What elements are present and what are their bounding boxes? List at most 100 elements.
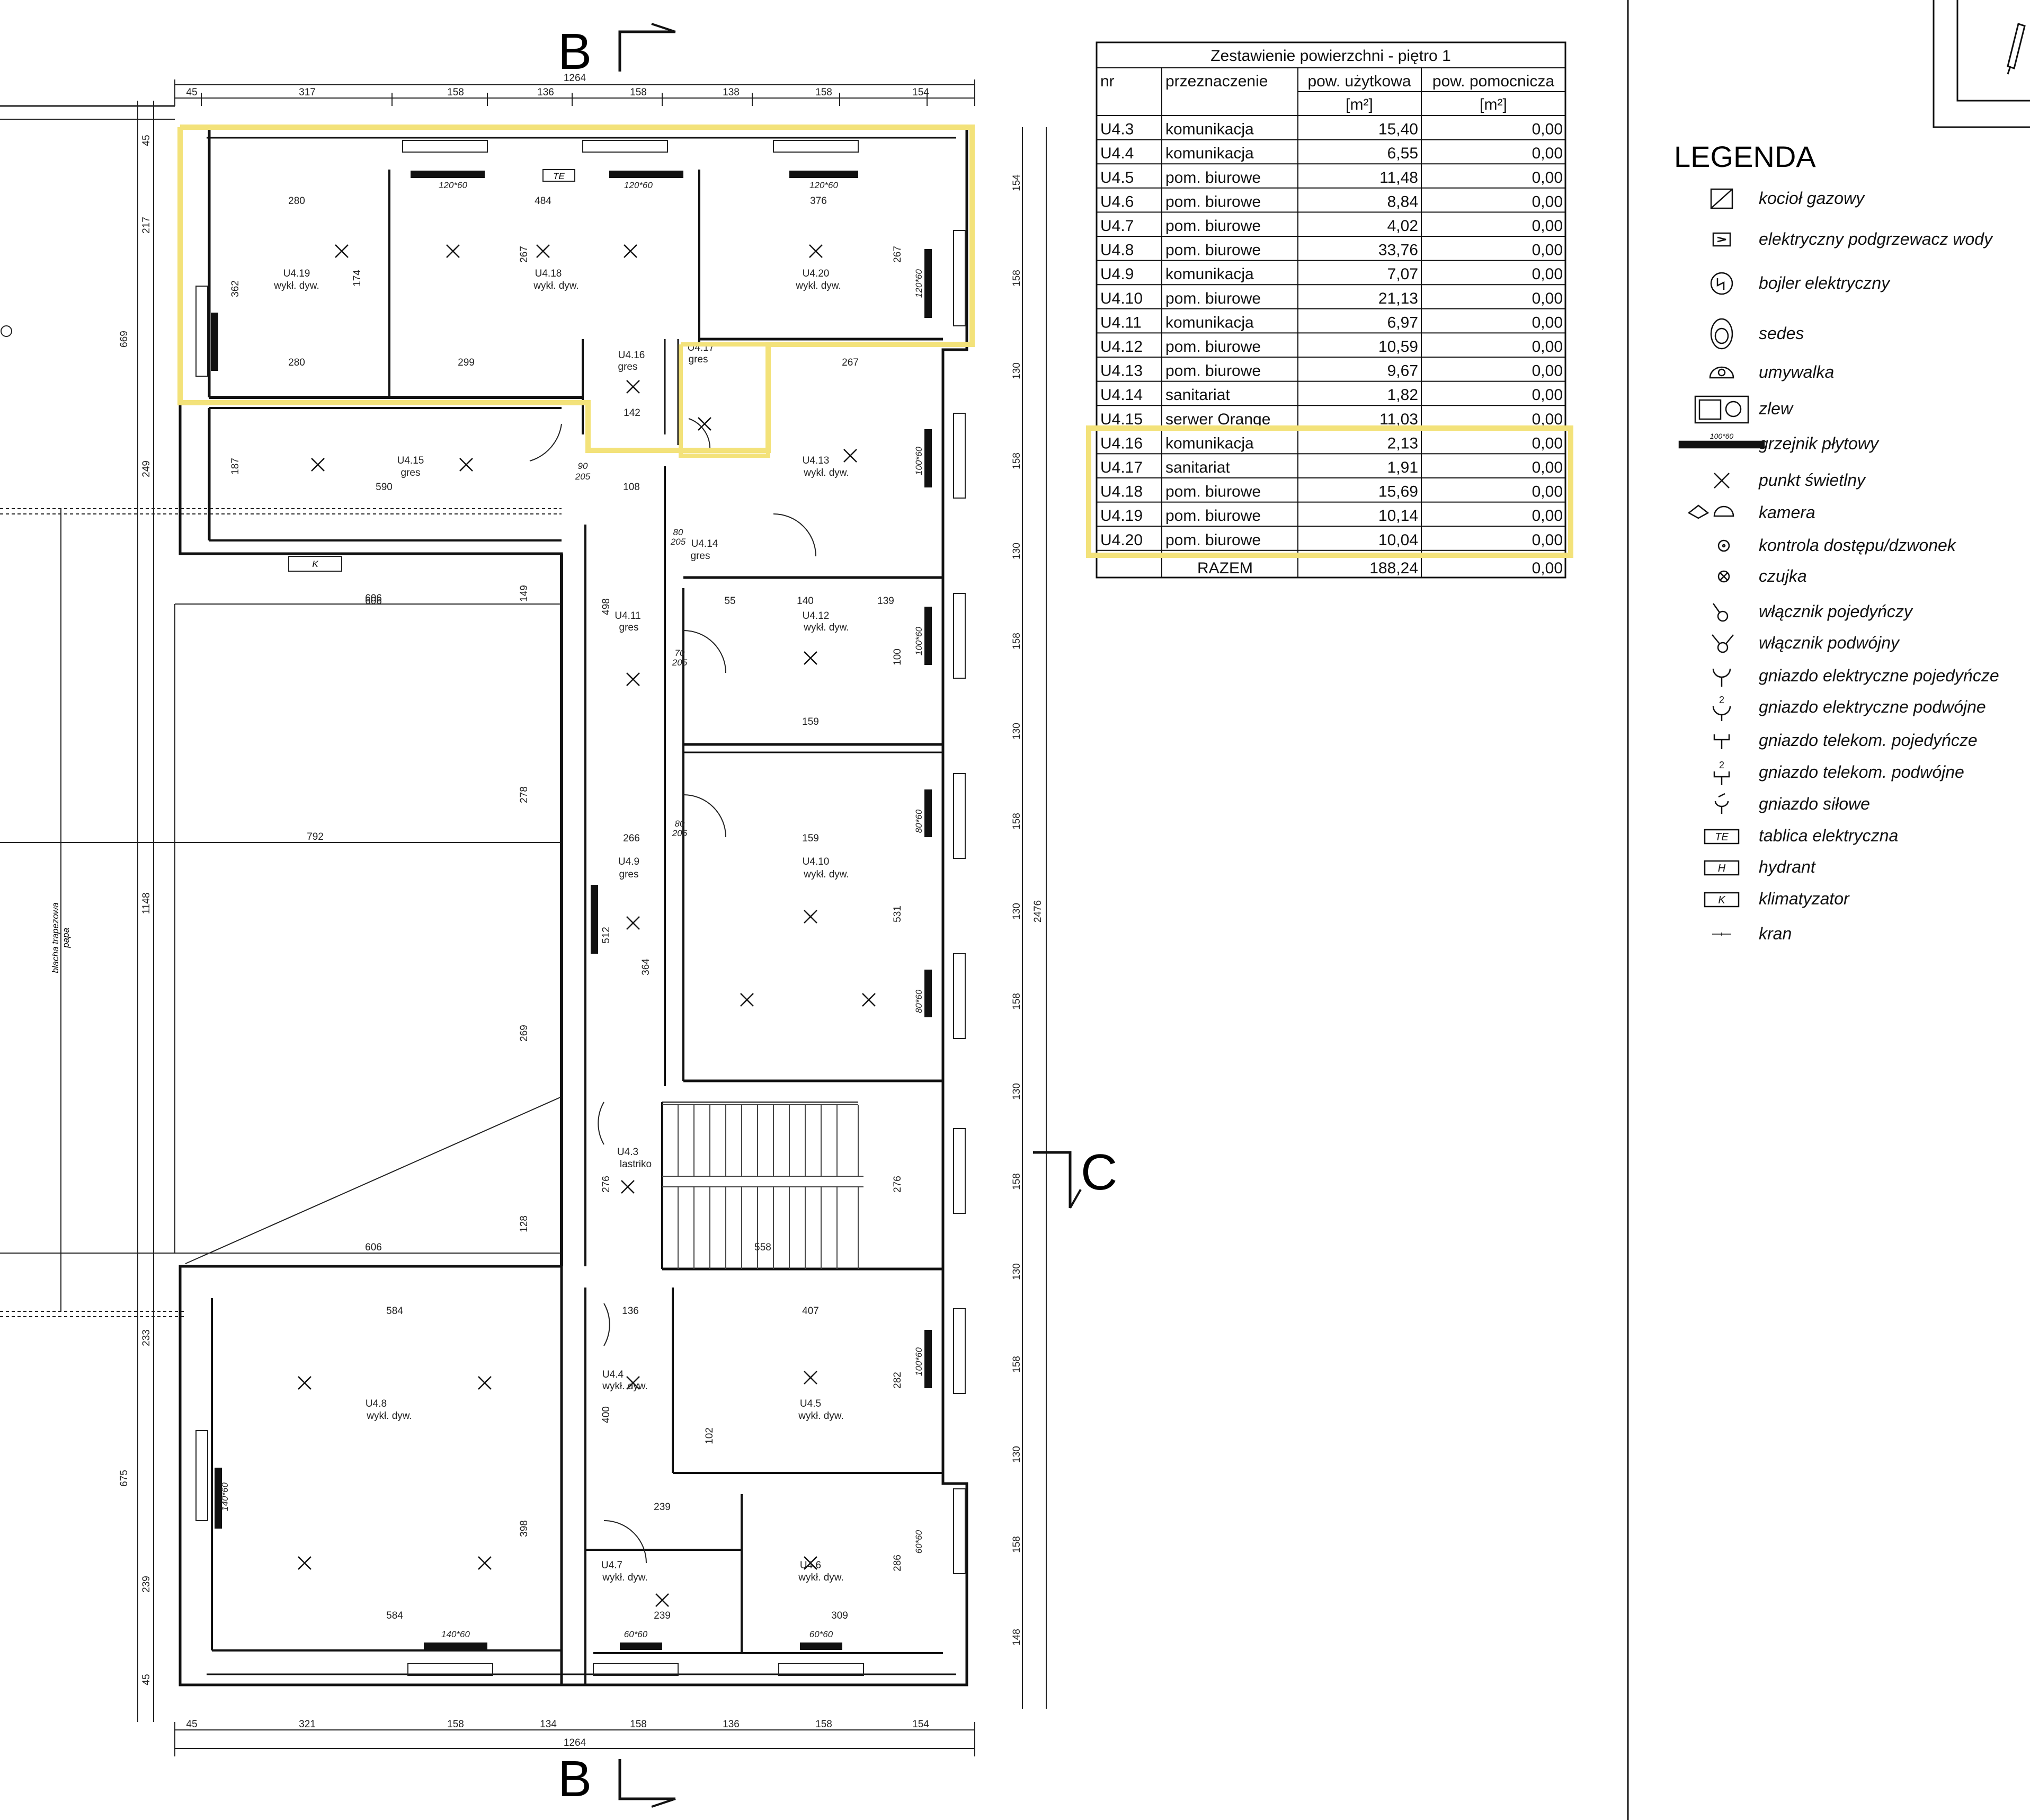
table-cell-usable: 10,59	[1378, 338, 1418, 356]
access-control-icon	[1717, 539, 1730, 552]
table-cell-usable: 21,13	[1378, 290, 1418, 307]
dim-interior-498: 498	[601, 598, 612, 615]
table-cell-nr: U4.17	[1100, 459, 1143, 476]
single-telecom-socket-icon	[1713, 734, 1730, 749]
highlight-u417	[679, 342, 770, 458]
table-cell-purpose: pom. biurowe	[1165, 169, 1261, 187]
room-U4-7-id: U4.7	[601, 1560, 622, 1571]
room-U4-20-finish: wykł. dyw.	[795, 280, 841, 291]
table-cell-aux: 0,00	[1532, 531, 1563, 549]
room-U4-10-id: U4.10	[803, 856, 830, 867]
window-label-3: 120*60	[809, 180, 838, 190]
table-cell-nr: U4.13	[1100, 362, 1143, 380]
window-label-4: 120*60	[914, 269, 924, 298]
table-cell-usable: 15,69	[1378, 483, 1418, 501]
dim-interior-100: 140	[797, 596, 814, 607]
tap-icon	[1712, 933, 1731, 936]
room-U4-9-id: U4.9	[618, 856, 639, 867]
table-cell-nr: U4.3	[1100, 121, 1134, 138]
table-cell-purpose: pom. biurowe	[1165, 483, 1261, 501]
table-cell-usable: 4,02	[1387, 217, 1418, 235]
room-U4-16-id: U4.16	[618, 350, 645, 361]
table-cell-aux: 0,00	[1532, 121, 1563, 138]
area-table-total-usable: 188,24	[1369, 560, 1418, 577]
bottom-segment-dims: 45 321 158 134 158 136 158 154	[186, 1719, 929, 1730]
dim-top-8: 154	[912, 87, 929, 98]
table-cell-usable: 7,07	[1387, 265, 1418, 283]
dim-top-3: 158	[447, 87, 464, 98]
door-label-1: 90	[578, 461, 588, 471]
dim-interior-267-b: 267	[892, 246, 903, 263]
door-label-8: 205	[670, 537, 686, 547]
dim-top-6: 138	[723, 87, 740, 98]
door-label-6: 205	[672, 828, 688, 838]
table-cell-aux: 0,00	[1532, 483, 1563, 501]
legend-item-label: hydrant	[1759, 857, 1816, 876]
doors	[529, 418, 816, 1564]
dim-right-4: 158	[1011, 452, 1022, 469]
dim-interior-136: 136	[622, 1306, 639, 1317]
electric-panel-label: TE	[553, 171, 565, 181]
area-table-total-label: RAZEM	[1197, 560, 1253, 577]
light-point-icon	[1714, 473, 1730, 489]
dim-interior-102: 102	[704, 1427, 715, 1444]
dim-interior-400: 400	[601, 1406, 612, 1423]
dim-exterior-792: 792	[307, 831, 324, 842]
legend-item-label: zlew	[1758, 399, 1794, 418]
electric-water-heater-icon	[1712, 232, 1731, 247]
left-segment-dims: 45 217 669 249 1148 233 675 239 45	[119, 135, 152, 1685]
dim-right-2: 158	[1011, 270, 1022, 287]
table-cell-aux: 0,00	[1532, 169, 1563, 187]
room-U4-3-finish: lastriko	[620, 1159, 652, 1170]
dim-interior-484: 484	[535, 196, 551, 207]
table-cell-purpose: pom. biurowe	[1165, 217, 1261, 235]
door-label-3: 70	[675, 648, 685, 658]
dim-right-13: 130	[1011, 1263, 1022, 1280]
window-label-2: 120*60	[624, 180, 653, 190]
dim-left-5: 1148	[141, 893, 152, 915]
window-label-5: 100*60	[914, 447, 924, 475]
dim-interior-590: 590	[376, 482, 393, 493]
room-U4-17-finish: gres	[689, 354, 708, 365]
double-telecom-socket-icon: 2	[1713, 760, 1730, 785]
room-U4-16-finish: gres	[618, 361, 638, 372]
hydrant-icon: H	[1704, 860, 1740, 876]
svg-text:100*60: 100*60	[1710, 432, 1734, 440]
double-socket-icon: 2	[1712, 695, 1731, 721]
table-cell-usable: 1,91	[1387, 459, 1418, 476]
table-cell-purpose: sanitariat	[1165, 459, 1230, 476]
room-U4-12-finish: wykł. dyw.	[803, 622, 849, 633]
area-table-highlight	[1086, 425, 1573, 558]
left-exterior	[0, 105, 562, 1317]
legend-item-label: bojler elektryczny	[1759, 273, 1891, 292]
dim-bottom-6: 136	[723, 1719, 740, 1730]
table-cell-aux: 0,00	[1532, 217, 1563, 235]
section-mark-bottom: B	[558, 1751, 676, 1808]
table-cell-aux: 0,00	[1532, 338, 1563, 356]
dim-right-15: 130	[1011, 1446, 1022, 1463]
dim-exterior-606-top: 606	[365, 593, 382, 604]
dim-interior-398-b: 159	[802, 833, 819, 844]
dim-interior-140: 108	[623, 482, 640, 493]
room-U4-11-id: U4.11	[615, 610, 640, 622]
area-table-unit-aux: [m²]	[1480, 96, 1507, 113]
table-cell-aux: 0,00	[1532, 386, 1563, 404]
area-table: Zestawienie powierzchni - piętro 1 nr pr…	[1086, 41, 1573, 579]
legend-item-label: gniazdo telekom. pojedyńcze	[1759, 731, 1978, 750]
door-label-7: 80	[673, 527, 683, 537]
table-cell-nr: U4.20	[1100, 531, 1143, 549]
dim-exterior-606-bottom: 606	[365, 1242, 382, 1253]
dim-top-5: 158	[630, 87, 647, 98]
light-points	[298, 244, 876, 1607]
dim-interior-309: 309	[831, 1610, 848, 1621]
dim-interior-280-a: 280	[288, 196, 305, 207]
dim-bottom-8: 154	[912, 1719, 929, 1730]
room-U4-19-id: U4.19	[283, 268, 310, 279]
table-cell-nr: U4.7	[1100, 217, 1134, 235]
table-cell-purpose: pom. biurowe	[1165, 242, 1261, 259]
